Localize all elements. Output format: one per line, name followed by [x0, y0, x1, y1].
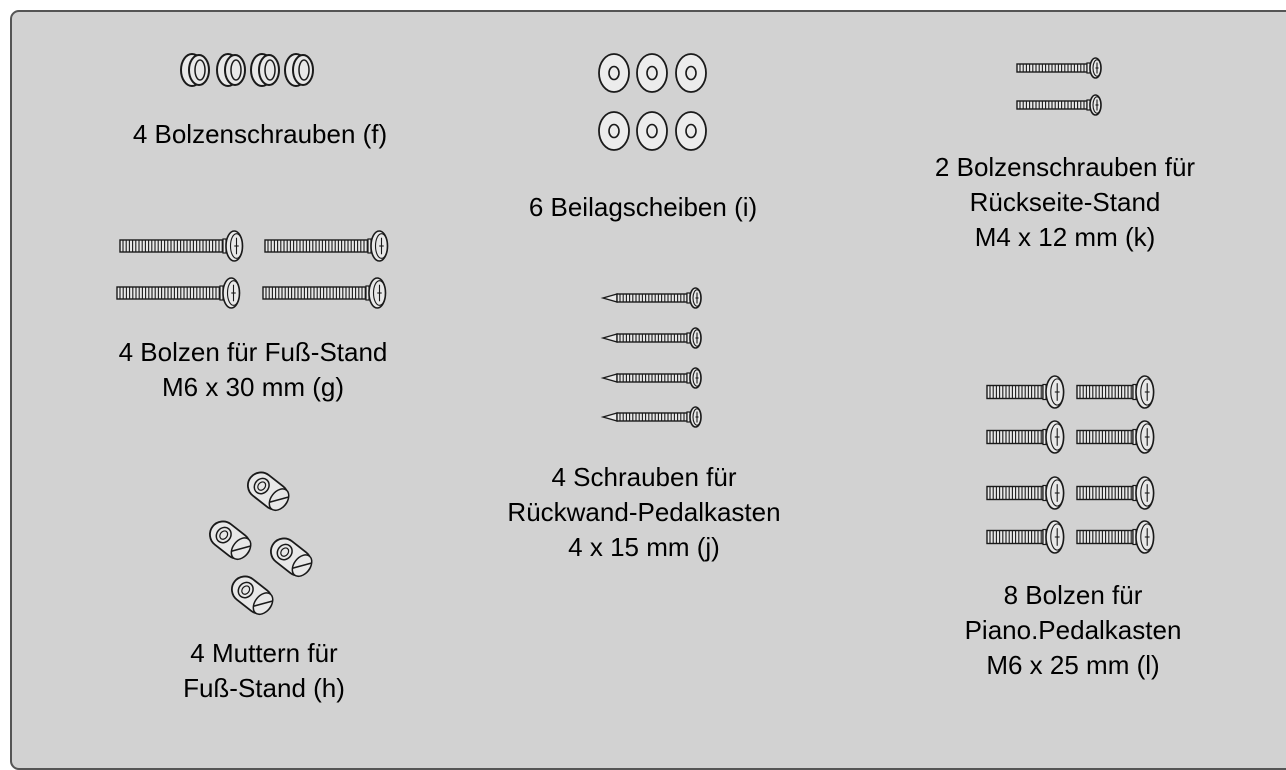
part-g-line-2: M6 x 30 mm (g): [161, 372, 345, 402]
wood-screw-icons: [600, 287, 702, 428]
medium-bolt-icon: [1076, 420, 1155, 454]
medium-bolt-icon: [1076, 375, 1155, 409]
washer-icon: [675, 53, 707, 93]
barrel-nut-icons: [209, 471, 313, 616]
wood-screw-icon: [600, 287, 702, 309]
part-k-caption: 2 Bolzenschrauben für Rückseite-Stand M4…: [935, 150, 1195, 255]
medium-bolt-icon: [986, 520, 1065, 554]
part-i-line-1: 6 Beilagscheiben (i): [528, 192, 758, 222]
medium-bolt-icon: [986, 375, 1065, 409]
wood-screw-icon: [600, 327, 702, 349]
part-j-line-2: Rückwand-Pedalkasten: [507, 497, 781, 527]
washer-icon: [636, 111, 668, 151]
wood-screw-icon: [600, 406, 702, 428]
small-bolt-icons: [1016, 57, 1102, 116]
long-bolt-icon: [262, 277, 387, 309]
medium-bolt-icons: [986, 375, 1155, 554]
part-k-line-2: Rückseite-Stand: [969, 187, 1161, 217]
washer-icon: [675, 111, 707, 151]
long-bolt-icon: [119, 230, 244, 262]
part-g-caption: 4 Bolzen für Fuß-Stand M6 x 30 mm (g): [119, 335, 388, 405]
part-g-line-1: 4 Bolzen für Fuß-Stand: [118, 337, 388, 367]
medium-bolt-icon: [1076, 476, 1155, 510]
long-bolt-icon: [264, 230, 389, 262]
barrel-nut-icon: [231, 575, 274, 616]
part-l-line-2: Piano.Pedalkasten: [964, 615, 1182, 645]
washer-icon: [598, 111, 630, 151]
medium-bolt-icon: [986, 420, 1065, 454]
part-j-line-1: 4 Schrauben für: [551, 462, 737, 492]
barrel-nut-icon: [247, 471, 290, 512]
part-k-line-1: 2 Bolzenschrauben für: [934, 152, 1196, 182]
cap-nut-icons: [180, 53, 314, 87]
washer-icon: [598, 53, 630, 93]
cap-nut-icon: [180, 53, 210, 87]
part-k-line-3: M4 x 12 mm (k): [974, 222, 1156, 252]
barrel-nut-icon: [209, 520, 252, 561]
part-l-line-3: M6 x 25 mm (l): [986, 650, 1160, 680]
part-h-line-2: Fuß-Stand (h): [183, 673, 345, 703]
cap-nut-icon: [250, 53, 280, 87]
cap-nut-icon: [216, 53, 246, 87]
long-bolt-icons: [116, 230, 389, 309]
part-f-line-1: 4 Bolzenschrauben (f): [132, 119, 388, 149]
small-bolt-icon: [1016, 57, 1102, 79]
barrel-nut-icon: [270, 537, 313, 578]
washer-icon: [636, 53, 668, 93]
wood-screw-icon: [600, 367, 702, 389]
medium-bolt-icon: [986, 476, 1065, 510]
long-bolt-icon: [116, 277, 241, 309]
part-h-line-1: 4 Muttern für: [190, 638, 338, 668]
part-f-caption: 4 Bolzenschrauben (f): [133, 117, 387, 152]
small-bolt-icon: [1016, 94, 1102, 116]
part-i-caption: 6 Beilagscheiben (i): [529, 190, 757, 225]
medium-bolt-icon: [1076, 520, 1155, 554]
part-l-line-1: 8 Bolzen für: [1003, 580, 1143, 610]
part-j-line-3: 4 x 15 mm (j): [568, 532, 720, 562]
cap-nut-icon: [284, 53, 314, 87]
part-l-caption: 8 Bolzen für Piano.Pedalkasten M6 x 25 m…: [965, 578, 1182, 683]
washer-icons: [598, 53, 707, 151]
part-j-caption: 4 Schrauben für Rückwand-Pedalkasten 4 x…: [507, 460, 780, 565]
part-h-caption: 4 Muttern für Fuß-Stand (h): [183, 636, 345, 706]
